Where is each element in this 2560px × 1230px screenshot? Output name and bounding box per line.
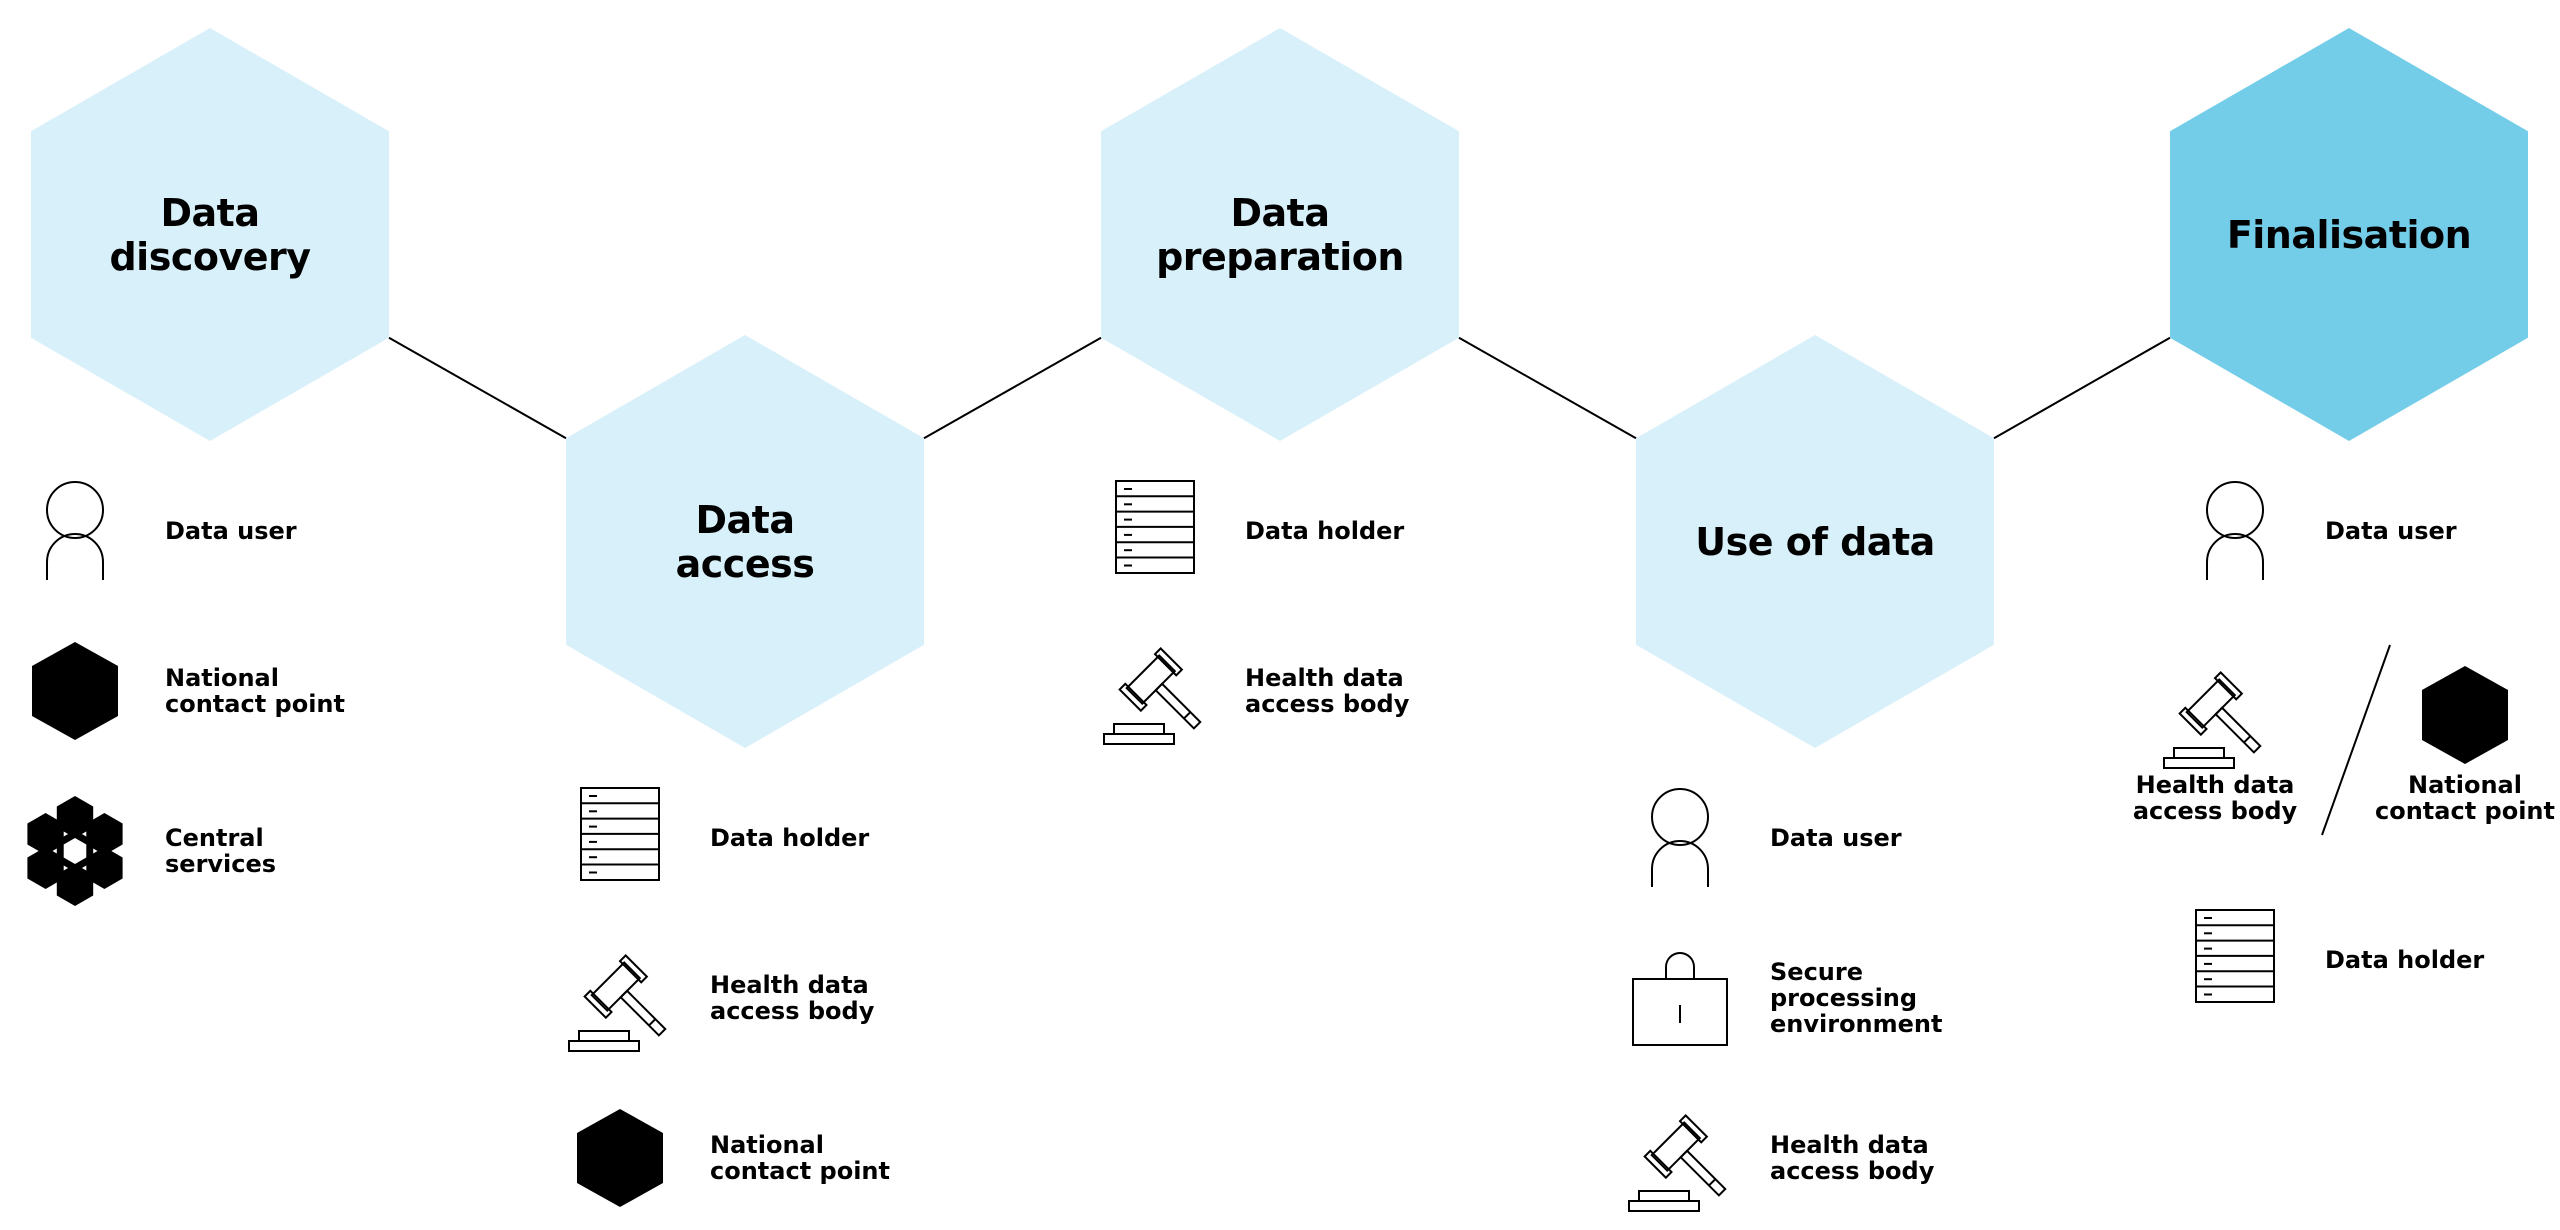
- server-rack-icon: [1100, 476, 1210, 586]
- hexagon-shape: [2170, 28, 2528, 441]
- actor-label: Health data access body: [710, 971, 875, 1025]
- actor-item: Data user: [2180, 476, 2560, 586]
- connector-line: [1993, 336, 2171, 440]
- alternative-actors: Health data access body National contact…: [2130, 640, 2555, 850]
- stage-hexagon: Finalisation: [2170, 28, 2528, 441]
- hexagon-icon: [2410, 660, 2520, 770]
- actor-item: Health data access body: [1625, 1103, 2045, 1213]
- actor-item: National contact point: [565, 1103, 985, 1213]
- actor-label: Data holder: [2325, 946, 2485, 974]
- actor-item: Data holder: [2180, 905, 2560, 1015]
- actor-label: National contact point: [2375, 771, 2555, 825]
- connector-line: [1458, 336, 1637, 440]
- stage-title: Data discovery: [109, 190, 311, 279]
- gavel-icon: [1625, 1103, 1735, 1213]
- actor-label: Data holder: [1245, 517, 1405, 545]
- actor-label: Central services: [165, 824, 277, 878]
- server-rack-icon: [565, 783, 675, 893]
- actor-item: National contact point: [20, 636, 440, 746]
- person-icon: [20, 476, 130, 586]
- actor-label: Data user: [1770, 824, 1902, 852]
- actor-item: Central services: [20, 796, 440, 906]
- actor-item: Health data access body: [1100, 636, 1520, 746]
- hexagon-shape: [1636, 335, 1994, 748]
- actor-label: Data user: [2325, 517, 2457, 545]
- hexagon-icon: [20, 636, 130, 746]
- padlock-icon: [1625, 943, 1735, 1053]
- hexagon-icon: [565, 1103, 675, 1213]
- gavel-icon: [565, 943, 675, 1053]
- gavel-icon: [2160, 660, 2270, 770]
- actor-label: Data holder: [710, 824, 870, 852]
- hexagon-cluster-icon: [20, 796, 130, 906]
- actor-item: Health data access body: [565, 943, 985, 1053]
- actor-label: Health data access body: [1770, 1131, 1935, 1185]
- stage-hexagon: Data access: [566, 335, 924, 748]
- actor-label: National contact point: [710, 1131, 890, 1185]
- stage-hexagon: Data preparation: [1101, 28, 1459, 441]
- stage-hexagon: Data discovery: [31, 28, 389, 441]
- stage-title: Use of data: [1695, 519, 1935, 564]
- or-divider: [2321, 644, 2391, 836]
- actor-item: Secure processing environment: [1625, 943, 2045, 1053]
- gavel-icon: [1100, 636, 1210, 746]
- actor-label: Health data access body: [2132, 771, 2298, 825]
- connector-line: [388, 336, 567, 440]
- stage-title: Finalisation: [2226, 212, 2472, 257]
- stage-hexagon: Use of data: [1636, 335, 1994, 748]
- hexagon-shape: [31, 28, 389, 441]
- connector-line: [923, 336, 1102, 440]
- person-icon: [1625, 783, 1735, 893]
- actor-item: Data holder: [565, 783, 985, 893]
- actor-item: Data user: [1625, 783, 2045, 893]
- actor-item: Data user: [20, 476, 440, 586]
- actor-label: Health data access body: [1245, 664, 1410, 718]
- actor-label: Secure processing environment: [1770, 958, 1943, 1038]
- stage-title: Data preparation: [1156, 190, 1404, 279]
- hexagon-shape: [1101, 28, 1459, 441]
- server-rack-icon: [2180, 905, 2290, 1015]
- actor-item: Data holder: [1100, 476, 1520, 586]
- hexagon-shape: [566, 335, 924, 748]
- person-icon: [2180, 476, 2290, 586]
- stage-title: Data access: [675, 497, 815, 586]
- actor-label: Data user: [165, 517, 297, 545]
- actor-label: National contact point: [165, 664, 345, 718]
